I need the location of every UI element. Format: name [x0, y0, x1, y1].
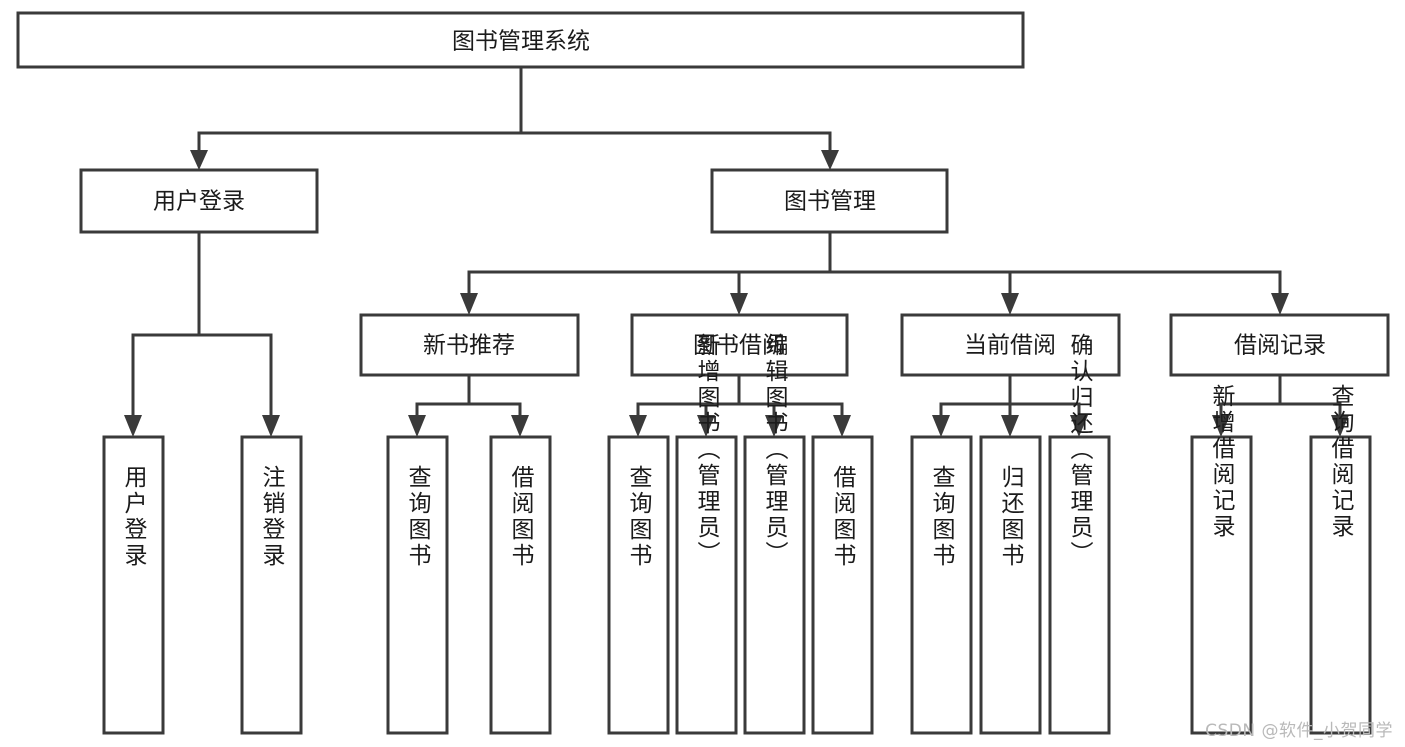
node-box-leaf-edit-book[interactable]: [743, 435, 806, 735]
node-book-borrow[interactable]: 图书借阅: [630, 313, 849, 377]
arrow-head-leaf-query-book-1: [408, 415, 426, 437]
node-box-new-book-recommend[interactable]: [359, 313, 580, 377]
node-label-leaf-edit-book: 编辑图书（管理员）: [761, 333, 789, 567]
node-label-leaf-user-login: 用户登录: [120, 465, 148, 569]
node-label-leaf-query-book-1: 查询图书: [404, 465, 432, 569]
arrow-head-borrow-record: [1271, 293, 1289, 315]
arrow-head-leaf-logout-login: [262, 415, 280, 437]
arrow-head-leaf-borrow-book-1: [511, 415, 529, 437]
arrow-head-leaf-query-record: [1331, 415, 1349, 437]
node-label-user-login: 用户登录: [153, 189, 245, 215]
node-box-leaf-add-book[interactable]: [675, 435, 738, 735]
node-label-leaf-borrow-book-2: 借阅图书: [829, 465, 857, 569]
node-label-book-borrow: 图书借阅: [693, 333, 785, 359]
node-box-leaf-add-record[interactable]: [1190, 435, 1253, 735]
node-box-user-login[interactable]: [79, 168, 319, 234]
arrow-head-leaf-borrow-book-2: [833, 415, 851, 437]
node-leaf-logout-login[interactable]: 注销登录: [240, 435, 303, 735]
node-leaf-query-book-1[interactable]: 查询图书: [386, 435, 449, 735]
node-label-leaf-query-book-3: 查询图书: [928, 465, 956, 569]
node-box-borrow-record[interactable]: [1169, 313, 1390, 377]
arrow-head-leaf-query-book-3: [932, 415, 950, 437]
arrow-head-book-borrow: [730, 293, 748, 315]
arrow-head-leaf-query-book-2: [629, 415, 647, 437]
node-box-leaf-borrow-book-2[interactable]: [811, 435, 874, 735]
arrow-head-leaf-add-book: [697, 415, 715, 437]
node-current-borrow[interactable]: 当前借阅: [900, 313, 1121, 377]
node-leaf-add-record[interactable]: 新增借阅记录: [1190, 384, 1253, 735]
arrow-head-user-login: [190, 150, 208, 170]
node-box-book-borrow[interactable]: [630, 313, 849, 377]
node-box-leaf-return-book[interactable]: [979, 435, 1042, 735]
node-box-root[interactable]: [16, 11, 1025, 69]
node-leaf-add-book[interactable]: 新增图书（管理员）: [675, 333, 738, 735]
node-box-book-management[interactable]: [710, 168, 949, 234]
arrow-head-book-management: [821, 150, 839, 170]
node-box-leaf-confirm-return[interactable]: [1048, 435, 1111, 735]
node-label-book-management: 图书管理: [784, 189, 876, 215]
node-leaf-borrow-book-2[interactable]: 借阅图书: [811, 435, 874, 735]
node-box-leaf-logout-login[interactable]: [240, 435, 303, 735]
node-label-leaf-add-book: 新增图书（管理员）: [693, 333, 721, 567]
node-leaf-query-record[interactable]: 查询借阅记录: [1309, 384, 1372, 735]
arrow-head-leaf-confirm-return: [1070, 415, 1088, 437]
node-label-new-book-recommend: 新书推荐: [423, 333, 515, 359]
node-label-leaf-logout-login: 注销登录: [258, 465, 286, 569]
node-user-login[interactable]: 用户登录: [79, 168, 319, 234]
node-box-leaf-user-login[interactable]: [102, 435, 165, 735]
node-leaf-confirm-return[interactable]: 确认归还（管理员）: [1048, 333, 1111, 735]
node-label-leaf-return-book: 归还图书: [997, 465, 1025, 569]
arrow-head-leaf-edit-book: [765, 415, 783, 437]
arrow-head-new-book-recommend: [460, 293, 478, 315]
node-leaf-edit-book[interactable]: 编辑图书（管理员）: [743, 333, 806, 735]
node-label-current-borrow: 当前借阅: [964, 333, 1056, 359]
node-label-leaf-add-record: 新增借阅记录: [1208, 384, 1236, 540]
node-box-leaf-query-book-2[interactable]: [607, 435, 670, 735]
node-leaf-return-book[interactable]: 归还图书: [979, 435, 1042, 735]
arrow-head-leaf-user-login: [124, 415, 142, 437]
page-title: 图书管理系统: [452, 29, 590, 55]
node-root-book-management-system[interactable]: 图书管理系统: [16, 11, 1025, 69]
node-box-leaf-query-book-3[interactable]: [910, 435, 973, 735]
node-leaf-query-book-2[interactable]: 查询图书: [607, 435, 670, 735]
node-box-leaf-borrow-book-1[interactable]: [489, 435, 552, 735]
node-leaf-user-login[interactable]: 用户登录: [102, 435, 165, 735]
node-box-current-borrow[interactable]: [900, 313, 1121, 377]
node-new-book-recommend[interactable]: 新书推荐: [359, 313, 580, 377]
node-borrow-record[interactable]: 借阅记录: [1169, 313, 1390, 377]
node-label-leaf-query-book-2: 查询图书: [625, 465, 653, 569]
connector-layer: [124, 65, 1349, 437]
node-book-management[interactable]: 图书管理: [710, 168, 949, 234]
node-label-borrow-record: 借阅记录: [1234, 333, 1326, 359]
arrow-head-leaf-add-record: [1212, 415, 1230, 437]
node-leaf-query-book-3[interactable]: 查询图书: [910, 435, 973, 735]
arrow-head-leaf-return-book: [1001, 415, 1019, 437]
node-label-leaf-confirm-return: 确认归还（管理员）: [1066, 333, 1094, 567]
node-label-leaf-query-record: 查询借阅记录: [1327, 384, 1355, 540]
arrow-head-current-borrow: [1001, 293, 1019, 315]
node-leaf-borrow-book-1[interactable]: 借阅图书: [489, 435, 552, 735]
node-label-leaf-borrow-book-1: 借阅图书: [507, 465, 535, 569]
node-box-leaf-query-book-1[interactable]: [386, 435, 449, 735]
node-box-leaf-query-record[interactable]: [1309, 435, 1372, 735]
